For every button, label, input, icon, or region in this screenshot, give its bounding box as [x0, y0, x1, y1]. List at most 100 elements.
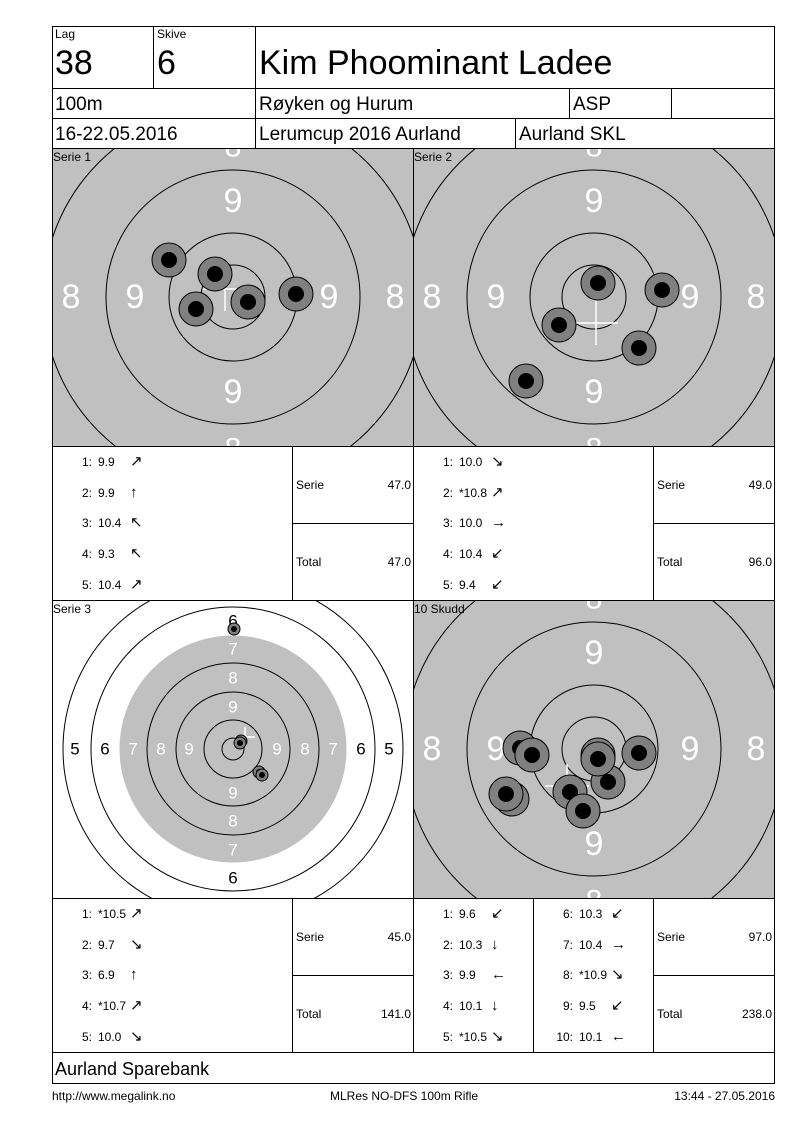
ring-number: 8	[747, 730, 766, 768]
shot-value: 10.0	[98, 1030, 122, 1044]
shot-number: 4:	[442, 999, 453, 1013]
ring-number: 9	[585, 825, 604, 863]
ring-number: 8	[747, 278, 766, 316]
shot-direction-icon: ↘	[130, 936, 143, 953]
ring-number: 8	[386, 278, 405, 316]
shot-direction-icon: ↖	[130, 545, 143, 562]
shot-direction-icon: ↗	[491, 484, 504, 501]
shot-number: 1:	[442, 907, 453, 921]
shot-number: 10:	[556, 1030, 573, 1044]
shot-direction-icon: ↗	[130, 997, 143, 1014]
shot-number: 1:	[442, 455, 453, 469]
ring-number: 9	[224, 182, 243, 220]
target-ring	[62, 601, 404, 898]
shot-value: 10.0	[459, 516, 483, 530]
ring-number: 6	[100, 740, 109, 759]
shot-value: 10.0	[459, 455, 483, 469]
shot-value: *10.7	[98, 999, 127, 1013]
shot-value: 10.3	[579, 907, 603, 921]
shot-number: 2:	[442, 486, 453, 500]
ring-number: 9	[272, 740, 281, 759]
ring-number: 8	[586, 149, 603, 164]
shot-value: 10.1	[579, 1030, 603, 1044]
shot-value: 9.6	[459, 907, 476, 921]
shot-number: 4:	[81, 547, 92, 561]
ring-number: 9	[228, 784, 237, 803]
bullet-hole-center	[590, 751, 606, 767]
shot-direction-icon: ↘	[611, 966, 624, 983]
footer-software: MLRes NO-DFS 100m Rifle	[330, 1089, 479, 1103]
ring-number: 5	[70, 740, 79, 759]
target-ring	[146, 662, 320, 836]
ring-number: 6	[356, 740, 365, 759]
shot-value: 10.4	[459, 547, 483, 561]
ring-number: 9	[585, 182, 604, 220]
shot-number: 8:	[562, 968, 573, 982]
shot-value: 9.7	[98, 938, 115, 952]
ring-number: 8	[228, 812, 237, 831]
footer-url[interactable]: http://www.megalink.no	[52, 1089, 176, 1103]
ring-number: 8	[156, 740, 165, 759]
shot-number: 3:	[81, 968, 92, 982]
bullet-hole-center	[518, 373, 534, 389]
shot-value: 6.9	[98, 968, 115, 982]
shot-number: 5:	[81, 578, 92, 592]
lag-number: 38	[55, 44, 93, 82]
target-ring	[466, 169, 722, 425]
bullet-hole-center	[498, 786, 514, 802]
ring-number: 9	[126, 278, 145, 316]
shot-number: 3:	[442, 516, 453, 530]
shot-number: 7:	[562, 938, 573, 952]
shot-direction-icon: ↙	[491, 576, 504, 593]
shot-value: 10.3	[459, 938, 483, 952]
shot-direction-icon: →	[491, 514, 506, 531]
target-title: Serie 1	[53, 150, 92, 164]
shot-direction-icon: ↗	[130, 576, 143, 593]
ring-number: 8	[225, 433, 242, 447]
ring-number: 7	[228, 640, 237, 659]
shot-number: 6:	[562, 907, 573, 921]
ring-number: 5	[384, 740, 393, 759]
shot-value: 9.9	[98, 486, 115, 500]
shot-value: 9.5	[579, 999, 596, 1013]
ring-number: 8	[586, 601, 603, 616]
ring-number: 7	[328, 740, 337, 759]
bullet-hole-center	[600, 774, 616, 790]
ring-number: 9	[487, 278, 506, 316]
bullet-hole-center	[590, 275, 606, 291]
ring-number: 9	[224, 373, 243, 411]
shot-number: 1:	[81, 455, 92, 469]
target-title: 10 Skudd	[414, 602, 465, 616]
ring-number: 8	[586, 885, 603, 899]
shot-direction-icon: ↖	[130, 514, 143, 531]
target-ring	[221, 737, 245, 761]
shot-number: 5:	[81, 1030, 92, 1044]
ring-number: 9	[585, 634, 604, 672]
shot-number: 4:	[442, 547, 453, 561]
shot-number: 5:	[442, 578, 453, 592]
shot-value: *10.9	[579, 968, 608, 982]
shot-direction-icon: ↑	[130, 484, 138, 501]
shot-direction-icon: ↗	[130, 453, 143, 470]
shot-number: 3:	[81, 516, 92, 530]
club-name: Røyken og Hurum	[259, 94, 414, 115]
shot-number: 5:	[442, 1030, 453, 1044]
ring-number: 8	[225, 149, 242, 164]
bullet-hole-center	[240, 294, 256, 310]
bullet-hole-center	[161, 252, 177, 268]
ring-number: 8	[423, 730, 442, 768]
ring-number: 9	[487, 730, 506, 768]
shot-number: 2:	[442, 938, 453, 952]
event-dates: 16-22.05.2016	[55, 124, 178, 145]
ring-number: 8	[586, 433, 603, 447]
bullet-hole-center	[654, 282, 670, 298]
target-ring	[105, 169, 361, 425]
shot-direction-icon: ↑	[130, 966, 138, 983]
shot-direction-icon: ↘	[491, 1028, 504, 1045]
shot-direction-icon: →	[611, 936, 626, 953]
bullet-hole-center	[524, 747, 540, 763]
shooter-name: Kim Phoominant Ladee	[259, 44, 613, 82]
shot-direction-icon: ←	[611, 1028, 626, 1045]
